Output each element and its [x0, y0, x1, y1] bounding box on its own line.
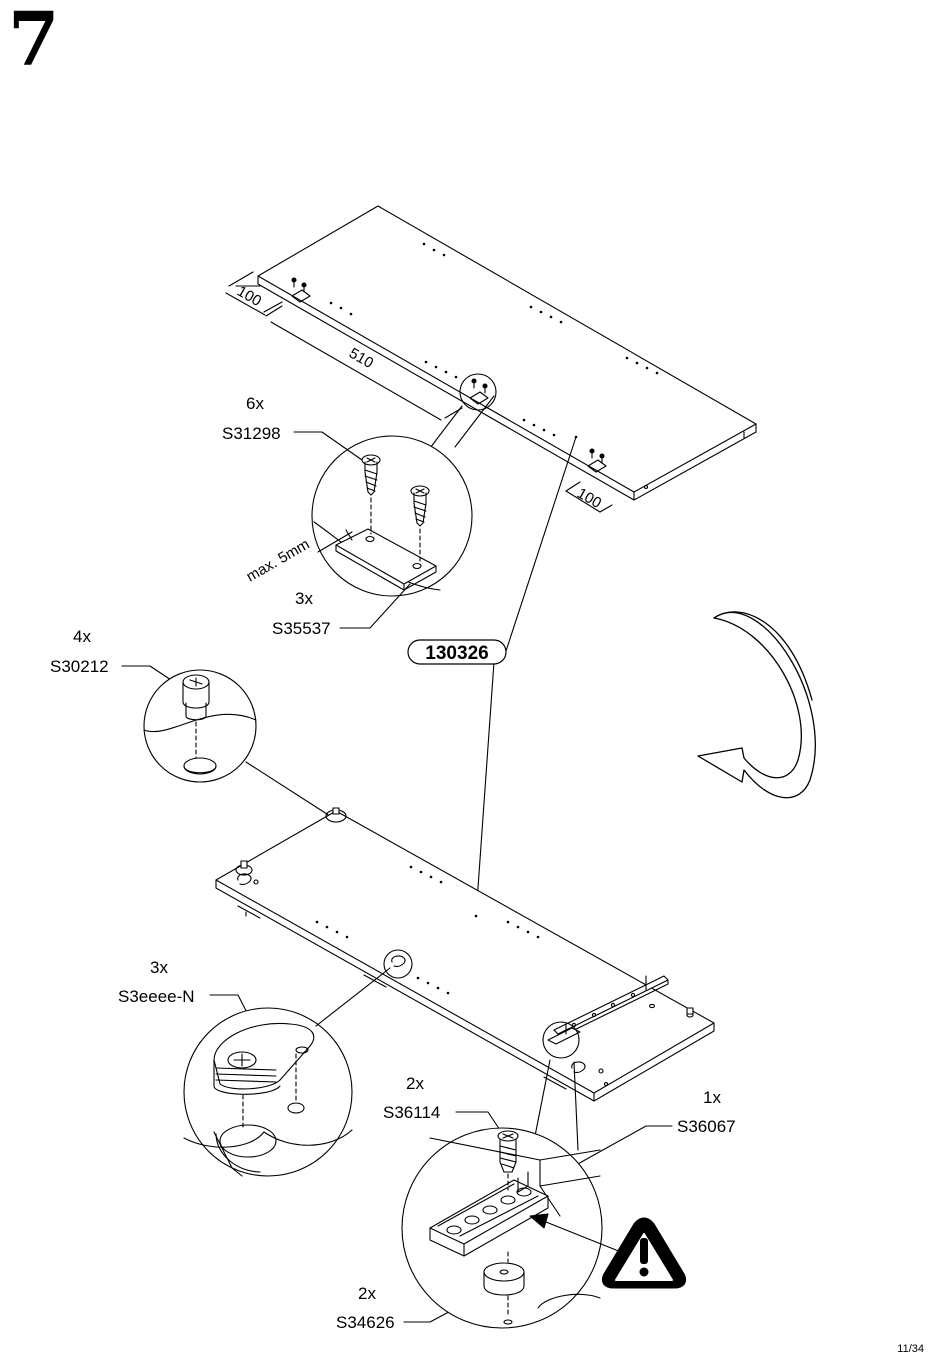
screw-qty: 6x: [246, 394, 264, 413]
plate-qty: 3x: [295, 589, 313, 608]
cam-lock-qty: 3x: [150, 958, 168, 977]
cam-bolt-detail-callout: [143, 669, 331, 817]
warning-icon: [601, 1217, 687, 1289]
rail-screw-code: S36114: [383, 1103, 440, 1122]
dimension-left-offset: 100: [234, 283, 264, 310]
spacer-code: S34626: [336, 1313, 395, 1332]
panel-part-number: 130326: [425, 643, 488, 664]
bottom-panel: [215, 807, 715, 1102]
step-number: 7: [8, 0, 60, 83]
plate-detail-callout: [311, 395, 495, 597]
rail-screw-qty: 2x: [406, 1074, 424, 1093]
cam-bolt-qty: 4x: [73, 627, 91, 646]
spacer-qty: 2x: [358, 1284, 376, 1303]
top-panel: [257, 205, 757, 501]
dimension-right-offset: 100: [574, 485, 604, 512]
flip-arrow-icon: [697, 611, 816, 799]
cam-lock-detail-callout: [183, 967, 391, 1177]
dimension-lines: [225, 271, 613, 513]
rail-detail-callout: [401, 1059, 627, 1329]
rail-code: S36067: [677, 1117, 736, 1136]
plate-code: S35537: [272, 619, 331, 638]
rail-qty: 1x: [703, 1088, 721, 1107]
panel-part-badge: 130326: [407, 639, 507, 665]
cam-lock-code: S3eeee-N: [118, 987, 195, 1006]
screw-code: S31298: [222, 424, 281, 443]
dimension-max-depth: max. 5mm: [244, 536, 313, 586]
cam-bolt-code: S30212: [50, 657, 109, 676]
page-number: 11/34: [897, 1343, 924, 1355]
